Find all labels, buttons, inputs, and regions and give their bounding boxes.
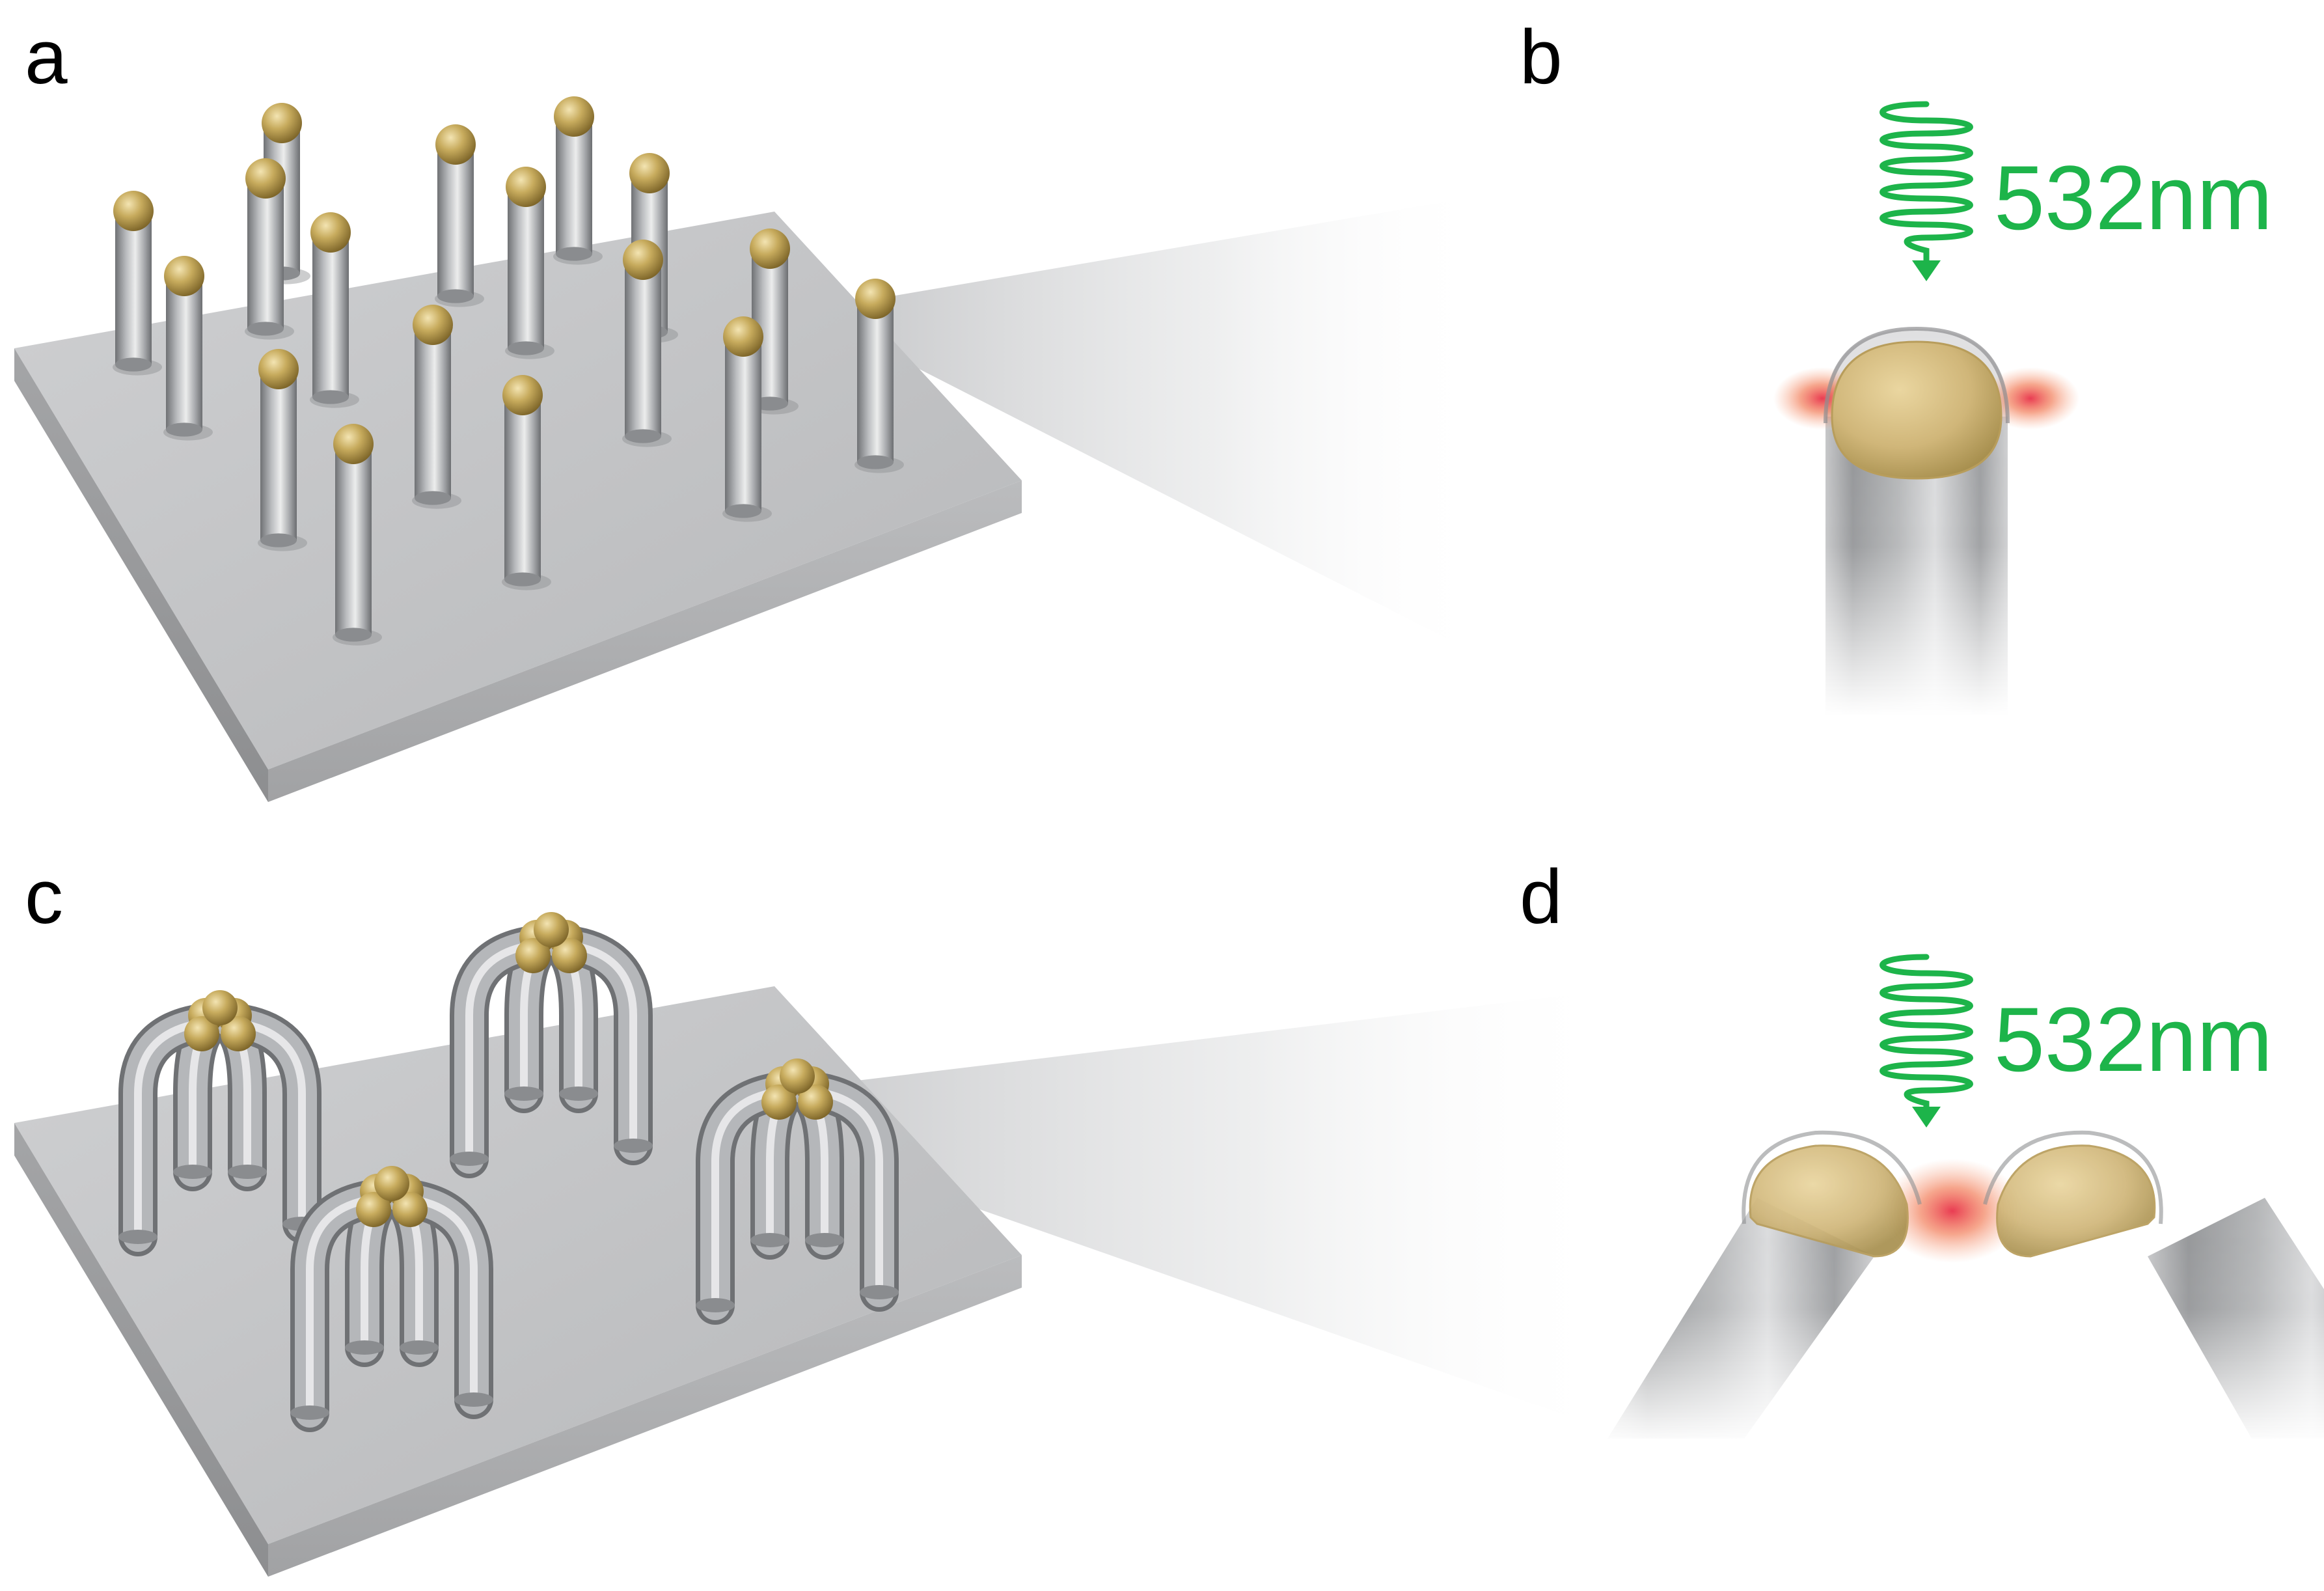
gold-nanoparticle bbox=[750, 228, 790, 269]
gold-nanoparticle bbox=[855, 279, 895, 319]
pillar bbox=[505, 167, 554, 359]
gold-nanoparticle bbox=[798, 1085, 833, 1120]
pillar-array-a bbox=[113, 96, 904, 646]
gold-nanoparticle bbox=[413, 305, 453, 345]
gold-nanoparticle bbox=[502, 375, 543, 415]
gold-nanoparticle bbox=[723, 316, 763, 357]
gold-nanoparticle bbox=[221, 1016, 256, 1051]
circular-polarization-spiral-arrow-icon bbox=[1880, 954, 1973, 1116]
pillar bbox=[622, 240, 672, 447]
pillar bbox=[412, 305, 461, 509]
gold-nanoparticle bbox=[245, 158, 286, 199]
pillar-cluster bbox=[118, 990, 321, 1256]
panel-b bbox=[1773, 326, 2079, 716]
pillar bbox=[435, 124, 484, 307]
gold-cap-left-d bbox=[1749, 1144, 1909, 1258]
wavelength-label-d: 532nm bbox=[1994, 988, 2273, 1090]
pillar-cluster bbox=[450, 912, 653, 1178]
gold-nanoparticle bbox=[623, 240, 663, 280]
gold-nanoparticle bbox=[310, 212, 351, 253]
gold-nanoparticle bbox=[262, 103, 302, 143]
panel-c bbox=[14, 912, 1614, 1577]
gold-nanoparticle bbox=[258, 349, 299, 389]
gold-cap-b bbox=[1831, 340, 2003, 480]
pillar-cluster bbox=[696, 1058, 899, 1325]
gold-nanoparticle bbox=[515, 938, 551, 973]
hotspot-gap-d bbox=[1881, 1159, 2024, 1263]
arrow-head-icon bbox=[1912, 1107, 1941, 1128]
gold-nanoparticle bbox=[374, 1166, 409, 1201]
zoom-tips-d bbox=[1607, 1198, 2324, 1439]
pillar bbox=[502, 375, 551, 590]
pillar bbox=[163, 256, 213, 441]
gold-nanoparticle bbox=[552, 938, 587, 973]
pillar bbox=[553, 96, 603, 265]
panel-label-a: a bbox=[25, 14, 68, 100]
laser-d: 532nm bbox=[1880, 954, 2273, 1128]
gold-nanoparticle bbox=[780, 1058, 815, 1094]
gold-nanoparticle bbox=[202, 990, 238, 1025]
gold-nanoparticle bbox=[534, 912, 569, 947]
panel-label-d: d bbox=[1520, 854, 1563, 940]
panel-label-c: c bbox=[25, 854, 63, 940]
pillar bbox=[722, 316, 772, 522]
pillar-clusters-c bbox=[118, 912, 899, 1432]
wavelength-label-b: 532nm bbox=[1994, 146, 2273, 249]
gold-cap-right-d bbox=[1996, 1144, 2156, 1258]
gold-nanoparticle bbox=[164, 256, 204, 296]
pillar bbox=[333, 424, 382, 646]
gold-nanoparticle bbox=[333, 424, 374, 464]
circular-polarization-spiral-arrow-icon bbox=[1880, 101, 1973, 270]
gold-nanoparticle bbox=[761, 1085, 797, 1120]
pillar bbox=[245, 158, 294, 340]
gold-nanoparticle bbox=[356, 1192, 391, 1227]
gold-nanoparticle bbox=[435, 124, 476, 165]
gold-nanoparticle bbox=[554, 96, 594, 137]
gold-nanoparticle bbox=[506, 167, 546, 207]
zoom-beam-c bbox=[813, 989, 1614, 1432]
gold-nanoparticle bbox=[392, 1192, 428, 1227]
pillar-cluster bbox=[290, 1166, 493, 1432]
zoom-beam-a bbox=[879, 195, 1484, 657]
gold-nanoparticle bbox=[629, 153, 670, 193]
pillar bbox=[258, 349, 307, 551]
panel-label-b: b bbox=[1520, 14, 1563, 100]
pillar bbox=[113, 191, 162, 376]
gold-nanoparticle bbox=[113, 191, 154, 231]
panel-d bbox=[1607, 1130, 2324, 1439]
pillar bbox=[854, 279, 904, 473]
laser-b: 532nm bbox=[1880, 101, 2273, 281]
gold-nanoparticle bbox=[184, 1016, 219, 1051]
panel-a bbox=[14, 96, 1484, 802]
pillar bbox=[310, 212, 359, 408]
arrow-head-icon bbox=[1912, 260, 1941, 281]
